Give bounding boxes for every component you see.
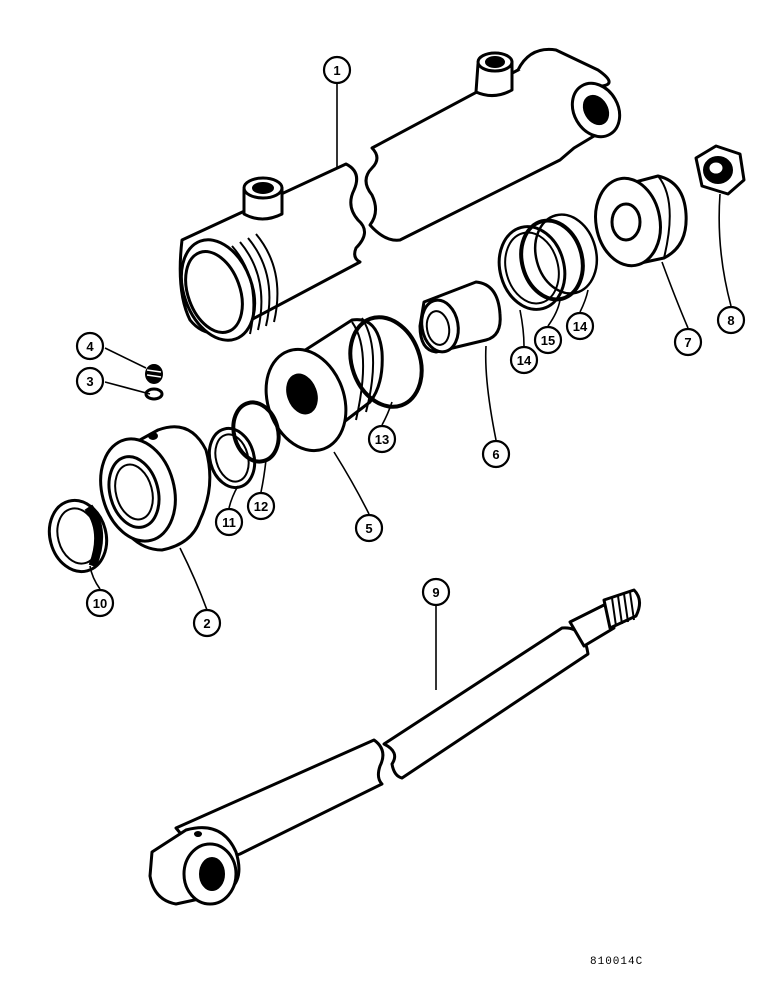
callout-2: 2 xyxy=(192,608,222,638)
callout-13: 13 xyxy=(367,424,397,454)
svg-text:2: 2 xyxy=(203,616,210,631)
callout-6: 6 xyxy=(481,439,511,469)
svg-text:6: 6 xyxy=(492,447,499,462)
o-ring-12 xyxy=(231,400,281,464)
svg-text:9: 9 xyxy=(432,585,439,600)
wiper-seal xyxy=(47,498,109,574)
piston-seal-15 xyxy=(519,218,585,302)
piston xyxy=(264,317,384,453)
callout-10: 10 xyxy=(85,588,115,618)
set-screw xyxy=(145,364,163,384)
callout-1: 1 xyxy=(322,55,352,85)
svg-text:13: 13 xyxy=(375,432,389,447)
svg-text:14: 14 xyxy=(573,319,588,334)
cylinder-barrel xyxy=(178,47,622,342)
seal-ring-14-rear xyxy=(533,213,599,295)
svg-text:5: 5 xyxy=(365,521,372,536)
svg-text:4: 4 xyxy=(86,339,94,354)
svg-text:7: 7 xyxy=(684,335,691,350)
svg-text:12: 12 xyxy=(254,499,268,514)
callout-4: 4 xyxy=(75,331,105,361)
svg-text:11: 11 xyxy=(222,515,236,530)
seal-ring-14-front xyxy=(497,225,567,311)
figure-code: 810014C xyxy=(590,956,643,968)
callout-14b: 14 xyxy=(565,311,595,341)
callout-11: 11 xyxy=(214,507,244,537)
piston-rod xyxy=(148,588,641,906)
callout-12: 12 xyxy=(246,491,276,521)
leader-lines xyxy=(89,84,732,690)
spacer-sleeve xyxy=(418,280,502,354)
svg-text:8: 8 xyxy=(727,313,734,328)
callout-15: 15 xyxy=(533,325,563,355)
hex-nut xyxy=(694,144,746,196)
gland-head xyxy=(99,425,212,552)
ball-plug xyxy=(144,387,164,401)
callout-7: 7 xyxy=(673,327,703,357)
svg-text:14: 14 xyxy=(517,353,532,368)
callout-3: 3 xyxy=(75,366,105,396)
svg-text:10: 10 xyxy=(93,596,107,611)
o-ring-13 xyxy=(348,315,424,409)
svg-text:15: 15 xyxy=(541,333,555,348)
callout-8: 8 xyxy=(716,305,746,335)
piston-retainer xyxy=(594,174,688,268)
callout-14a: 14 xyxy=(509,345,539,375)
svg-text:1: 1 xyxy=(333,63,340,78)
callout-9: 9 xyxy=(421,577,451,607)
backup-ring xyxy=(207,426,257,490)
svg-text:3: 3 xyxy=(86,374,93,389)
callout-5: 5 xyxy=(354,513,384,543)
